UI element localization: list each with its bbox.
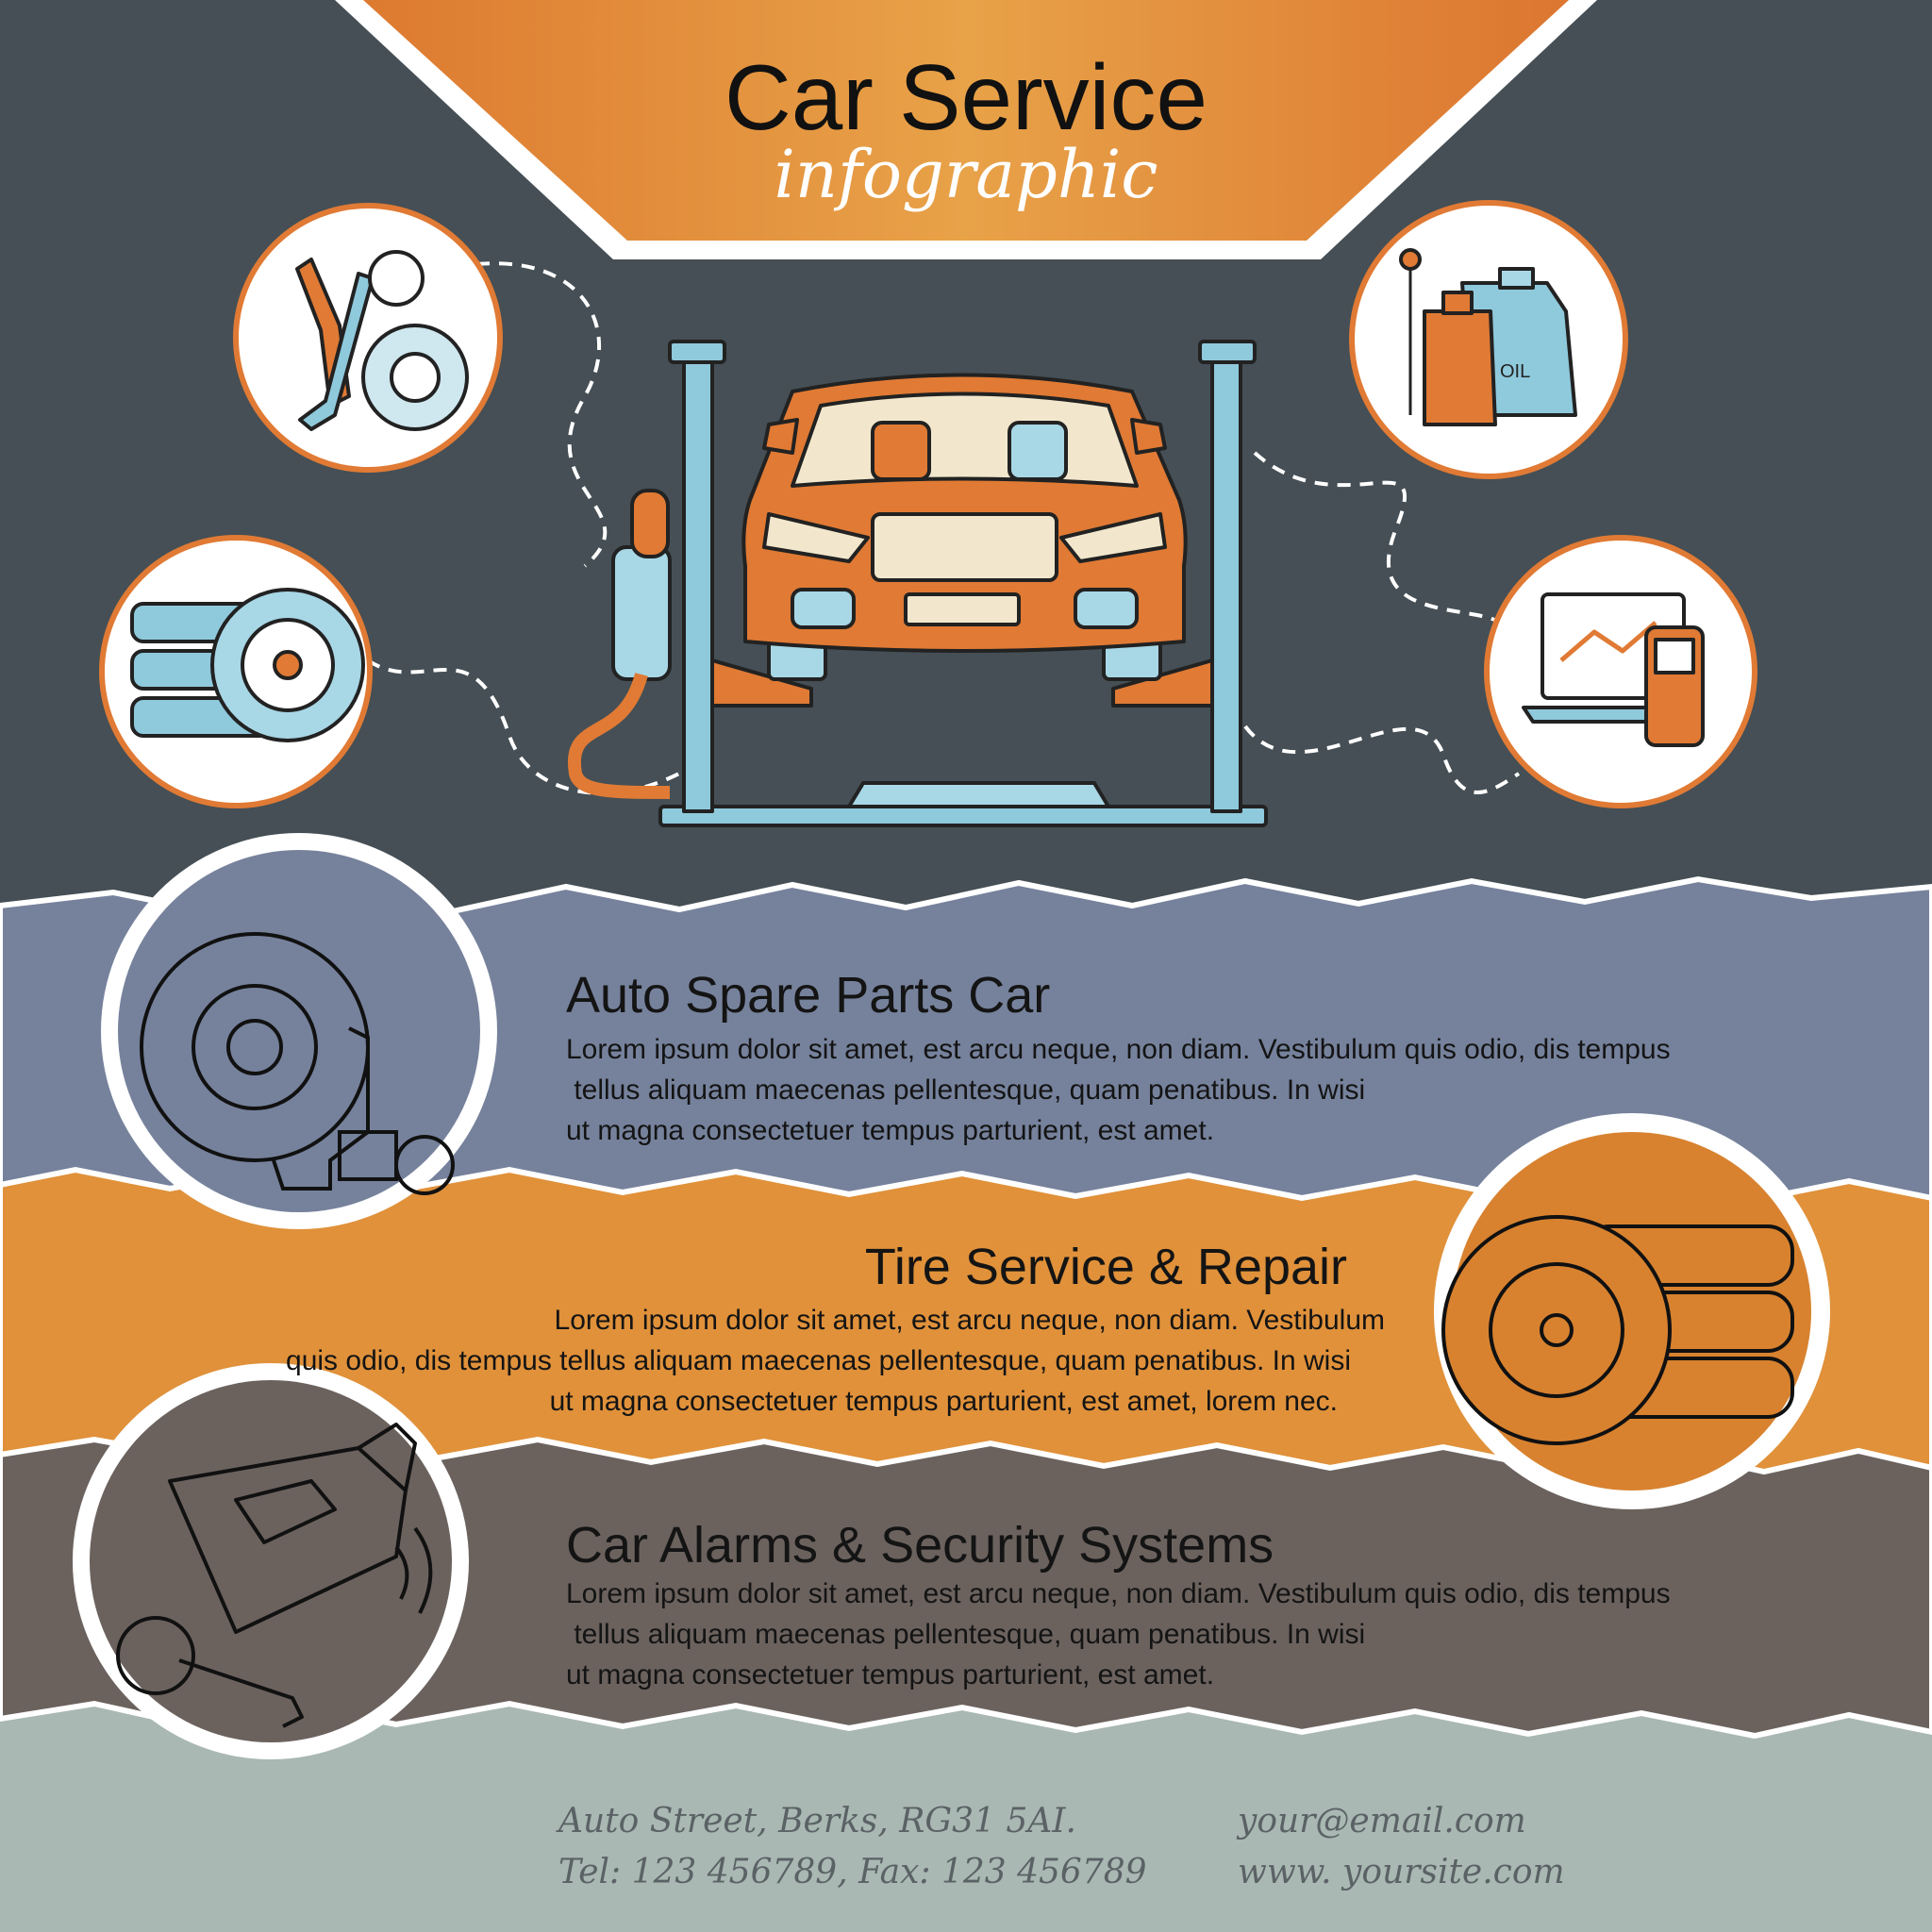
footer-address: Auto Street, Berks, RG31 5AI. xyxy=(558,1802,1076,1840)
tools-icon xyxy=(233,203,503,473)
section-body-spare-parts-line3: ut magna consectetuer tempus parturient,… xyxy=(566,1115,1215,1146)
section-body-car-alarms-line3: ut magna consectetuer tempus parturient,… xyxy=(566,1659,1215,1690)
diagnostics-icon xyxy=(1484,535,1757,808)
spare-parts-icon xyxy=(101,833,497,1229)
footer-phone: Tel: 123 456789, Fax: 123 456789 xyxy=(558,1853,1147,1891)
car-lift-illustration xyxy=(567,340,1268,827)
section-body-tire-service-line3: ut magna consectetuer tempus parturient,… xyxy=(549,1386,1338,1417)
section-body-tire-service-line2: quis odio, dis tempus tellus aliquam mae… xyxy=(286,1345,1351,1376)
section-body-spare-parts-line1: Lorem ipsum dolor sit amet, est arcu neq… xyxy=(566,1034,1671,1065)
page-title: Car Service xyxy=(724,45,1208,149)
tire-stack-icon xyxy=(1434,1113,1830,1509)
car-alarm-key-icon xyxy=(73,1363,469,1759)
section-heading-car-alarms: Car Alarms & Security Systems xyxy=(566,1517,1274,1574)
section-body-tire-service-line1: Lorem ipsum dolor sit amet, est arcu neq… xyxy=(554,1305,1385,1336)
footer-website[interactable]: www. yoursite.com xyxy=(1238,1853,1565,1891)
section-body-car-alarms-line1: Lorem ipsum dolor sit amet, est arcu neq… xyxy=(566,1578,1671,1609)
title-banner xyxy=(363,0,1569,241)
page-subtitle: infographic xyxy=(774,136,1158,213)
section-body-car-alarms-line2: tellus aliquam maecenas pellentesque, qu… xyxy=(566,1619,1366,1650)
oil-icon: OIL xyxy=(1349,200,1628,479)
footer-email[interactable]: your@email.com xyxy=(1238,1802,1526,1840)
section-heading-spare-parts: Auto Spare Parts Car xyxy=(566,967,1051,1024)
tires-icon xyxy=(99,535,373,808)
section-heading-tire-service: Tire Service & Repair xyxy=(864,1239,1347,1295)
section-body-spare-parts-line2: tellus aliquam maecenas pellentesque, qu… xyxy=(566,1074,1366,1106)
oil-label-text: OIL xyxy=(1500,361,1530,382)
